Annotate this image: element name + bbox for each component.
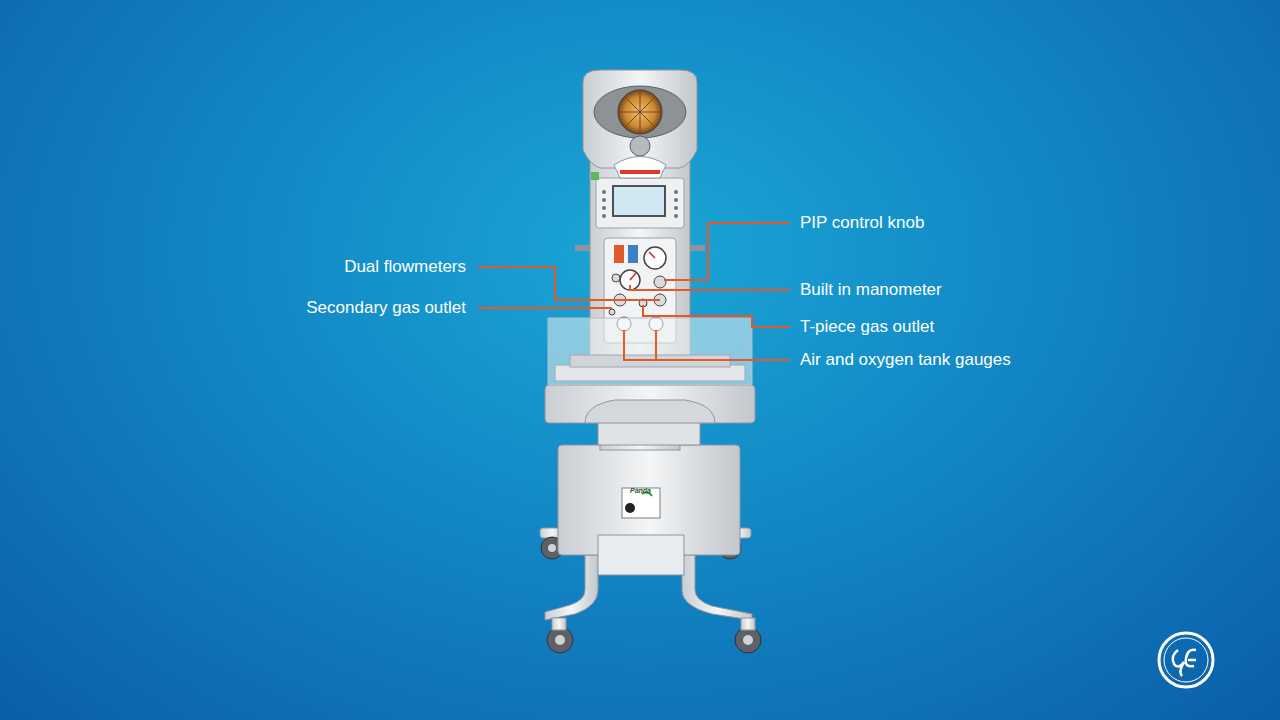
callout-label: Secondary gas outlet (306, 298, 466, 318)
callout-label: Air and oxygen tank gauges (800, 350, 1011, 370)
leader-lines (478, 223, 790, 360)
callout-label: Built in manometer (800, 280, 942, 300)
badge-text: Panda (630, 487, 651, 495)
callout-label: PIP control knob (800, 213, 924, 233)
callout-label: T-piece gas outlet (800, 317, 934, 337)
ge-logo (1159, 633, 1213, 687)
callout-label: Dual flowmeters (344, 257, 466, 277)
